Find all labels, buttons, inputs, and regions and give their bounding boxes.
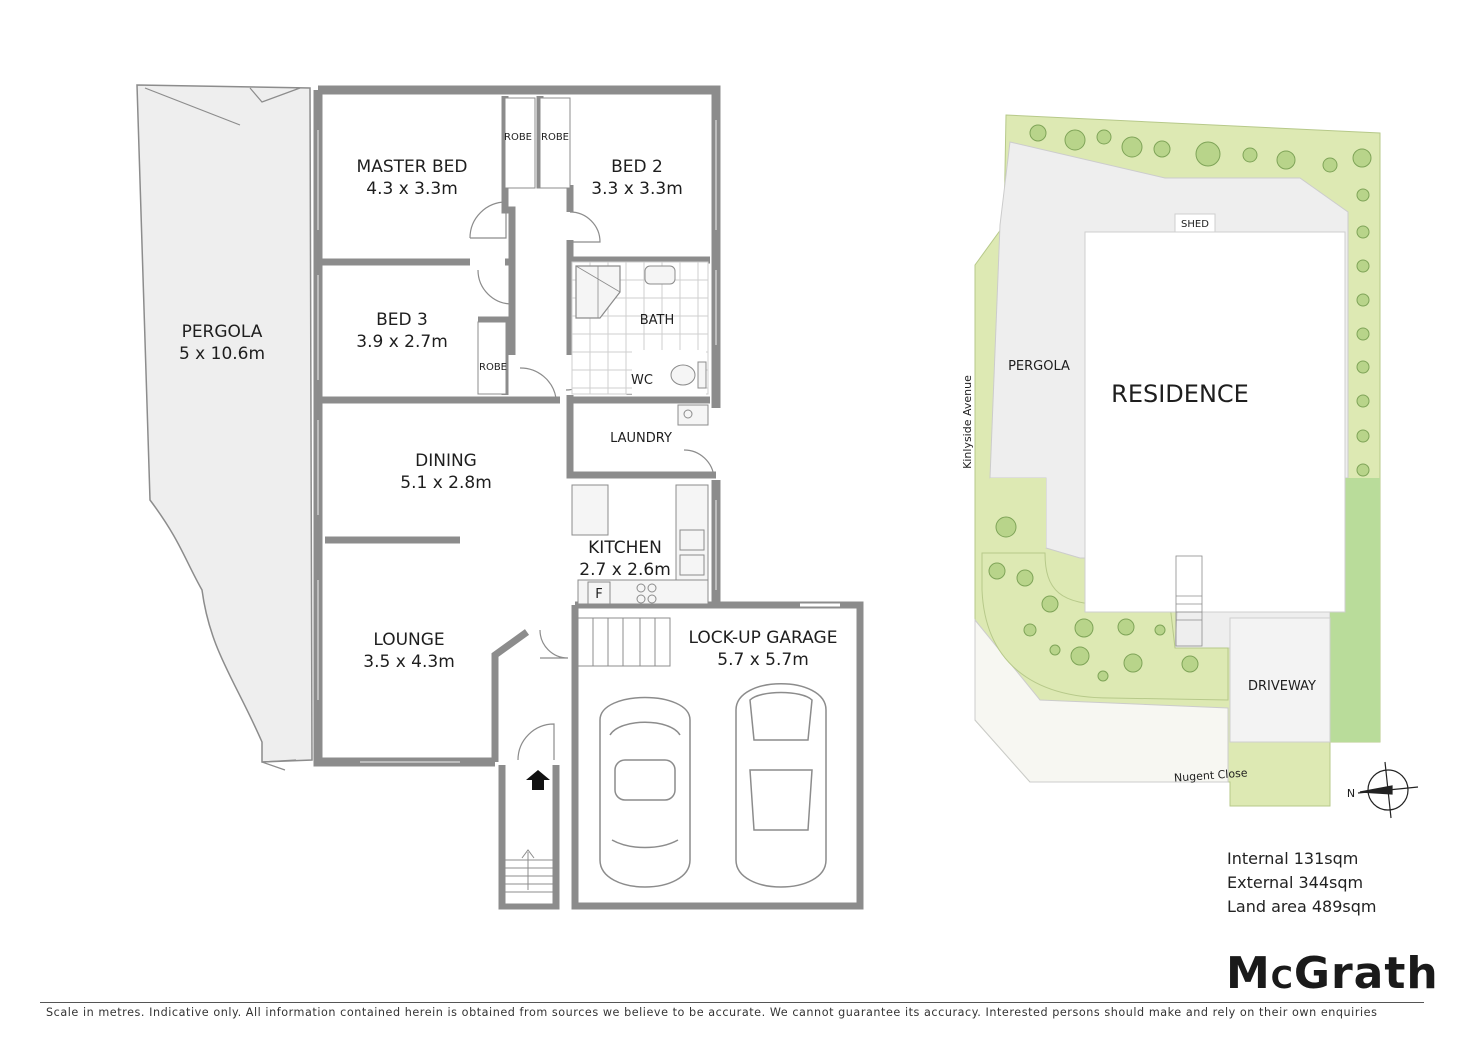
bath-label: BATH (640, 313, 675, 328)
room-name-kitchen: KITCHEN (588, 538, 662, 558)
room-name-garage: LOCK-UP GARAGE (689, 628, 838, 648)
room-size-pergola: 5 x 10.6m (179, 344, 265, 364)
site-pergola-label: PERGOLA (1008, 359, 1070, 374)
land-area: Land area 489sqm (1227, 897, 1377, 916)
robe-label: ROBE (479, 362, 507, 373)
north-arrow (1357, 761, 1419, 819)
room-size-lounge: 3.5 x 4.3m (363, 652, 455, 672)
room-size-dining: 5.1 x 2.8m (400, 473, 492, 493)
siteplan (974, 114, 1419, 819)
room-size-master-bed: 4.3 x 3.3m (366, 179, 458, 199)
floorplan (136, 84, 864, 910)
wc-label: WC (631, 373, 653, 388)
room-name-bed-3: BED 3 (376, 310, 428, 330)
room-name-bed-2: BED 2 (611, 157, 663, 177)
room-size-garage: 5.7 x 5.7m (717, 650, 809, 670)
internal-area: Internal 131sqm (1227, 849, 1359, 868)
disclaimer-text: Scale in metres. Indicative only. All in… (46, 1006, 1378, 1019)
floorplan-labels: PERGOLA 5 x 10.6m MASTER BED 4.3 x 3.3m … (179, 132, 838, 672)
residence-label: RESIDENCE (1111, 380, 1249, 408)
room-name-pergola: PERGOLA (182, 322, 263, 342)
residence-footprint (1084, 231, 1346, 613)
garden-plants (988, 124, 1372, 682)
room-name-master-bed: MASTER BED (357, 157, 468, 177)
street-label-front: Nugent Close (1174, 766, 1249, 784)
north-label: N (1347, 787, 1355, 800)
room-size-kitchen: 2.7 x 2.6m (579, 560, 671, 580)
external-area: External 344sqm (1227, 873, 1364, 892)
room-size-bed-3: 3.9 x 2.7m (356, 332, 448, 352)
shed-label: SHED (1181, 219, 1209, 230)
siteplan-labels: RESIDENCE PERGOLA SHED DRIVEWAY Kinlysid… (961, 219, 1355, 800)
pergola-area (136, 84, 313, 763)
robe-label: ROBE (504, 132, 532, 143)
street-label-side: Kinlyside Avenue (961, 375, 974, 469)
room-size-bed-2: 3.3 x 3.3m (591, 179, 683, 199)
room-name-dining: DINING (415, 451, 477, 471)
room-name-lounge: LOUNGE (373, 630, 444, 650)
footer-rule (40, 1002, 1424, 1003)
fridge-label: F (595, 587, 602, 602)
laundry-label: LAUNDRY (610, 431, 672, 446)
driveway-label: DRIVEWAY (1248, 679, 1316, 694)
robe-label: ROBE (541, 132, 569, 143)
area-summary: Internal 131sqm External 344sqm Land are… (1227, 847, 1376, 919)
brand-logo: MCGrath (1226, 948, 1439, 999)
